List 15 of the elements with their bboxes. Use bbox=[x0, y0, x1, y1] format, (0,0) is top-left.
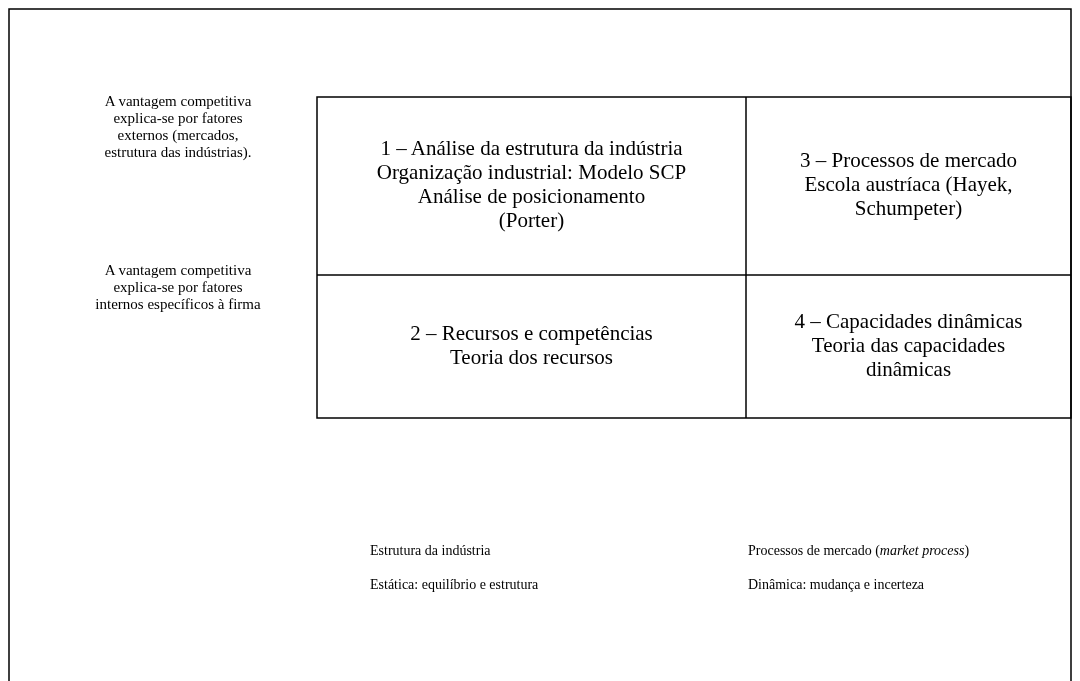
cell-heading: 2 – Recursos e competências bbox=[410, 320, 653, 345]
cell-text: Escola austríaca (Hayek, Schumpeter) bbox=[803, 172, 1014, 220]
column-description: Estrutura da indústria bbox=[370, 542, 492, 559]
cell-heading: 4 – Capacidades dinâmicas bbox=[794, 308, 1023, 333]
cell-text: Organização industrial: Modelo SCP bbox=[376, 160, 687, 184]
column-description: Estática: equilíbrio e estrutura bbox=[370, 576, 540, 593]
cell-text: Teoria das capacidades dinâmicas bbox=[810, 332, 1007, 381]
cell-text: Análise de posicionamento (Porter) bbox=[416, 184, 647, 232]
cell-text: Teoria dos recursos bbox=[450, 344, 613, 369]
row-description: A vantagem competitiva explica-se por fatores externos (mercados, estrutura das indústrias). bbox=[103, 93, 253, 161]
row-description: A vantagem competitiva explica-se por fatores internos específicos à firma bbox=[94, 262, 262, 313]
column-description: Processos de mercado (market process) bbox=[748, 542, 971, 559]
cell-heading: 3 – Processos de mercado bbox=[800, 148, 1017, 172]
cell-heading: 1 – Análise da estrutura da indústria bbox=[380, 136, 683, 160]
column-description: Dinâmica: mudança e incerteza bbox=[748, 576, 926, 593]
